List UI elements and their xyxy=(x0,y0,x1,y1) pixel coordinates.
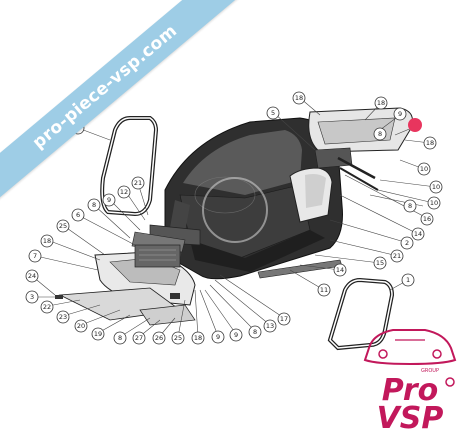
svg-text:8: 8 xyxy=(118,334,122,342)
svg-text:7: 7 xyxy=(33,252,37,260)
callout: 21 xyxy=(390,249,404,263)
svg-text:9: 9 xyxy=(216,333,220,341)
svg-text:18: 18 xyxy=(194,334,202,342)
callout: 16 xyxy=(420,212,434,226)
callout: 24 xyxy=(25,269,39,283)
svg-text:17: 17 xyxy=(280,315,288,323)
callout: 18 xyxy=(374,96,388,110)
callout: 8 xyxy=(87,198,101,212)
callout: 5 xyxy=(266,106,280,120)
callout-group: 1 21 12 9 8 6 25 18 7 24 3 22 23 20 19 8… xyxy=(25,91,443,345)
callout: 25 xyxy=(171,331,185,345)
svg-text:26: 26 xyxy=(155,334,163,342)
svg-text:19: 19 xyxy=(94,330,102,338)
svg-text:12: 12 xyxy=(120,188,128,196)
svg-text:6: 6 xyxy=(76,211,80,219)
callout: 3 xyxy=(25,290,39,304)
highlight-dot xyxy=(408,118,422,132)
svg-text:1: 1 xyxy=(406,276,410,284)
grille-panel xyxy=(134,244,181,268)
svg-text:25: 25 xyxy=(59,222,67,230)
callout: 13 xyxy=(263,319,277,333)
callout: 2 xyxy=(400,236,414,250)
svg-text:20: 20 xyxy=(77,322,85,330)
svg-text:3: 3 xyxy=(30,293,34,301)
logo-line2: VSP xyxy=(377,401,444,435)
callout: 12 xyxy=(117,185,131,199)
svg-text:8: 8 xyxy=(408,202,412,210)
callout: 25 xyxy=(56,219,70,233)
callout: 9 xyxy=(211,330,225,344)
callout: 9 xyxy=(393,107,407,121)
svg-text:9: 9 xyxy=(234,331,238,339)
brand-logo: GROUP Pro VSP xyxy=(355,320,465,436)
callout: 10 xyxy=(429,180,443,194)
callout: 11 xyxy=(317,283,331,297)
svg-text:14: 14 xyxy=(336,266,344,274)
logo-line1: Pro xyxy=(382,373,438,408)
callout: 14 xyxy=(333,263,347,277)
svg-text:27: 27 xyxy=(135,334,143,342)
callout: 9 xyxy=(229,328,243,342)
svg-text:13: 13 xyxy=(266,322,274,330)
svg-text:10: 10 xyxy=(432,183,440,191)
car-outline-icon xyxy=(363,329,457,366)
callout: 6 xyxy=(71,208,85,222)
callout: 1 xyxy=(401,273,415,287)
svg-text:5: 5 xyxy=(271,109,275,117)
svg-text:15: 15 xyxy=(376,259,384,267)
svg-text:24: 24 xyxy=(28,272,36,280)
callout: 14 xyxy=(411,227,425,241)
svg-text:23: 23 xyxy=(59,313,67,321)
callout: 19 xyxy=(91,327,105,341)
callout: 18 xyxy=(423,136,437,150)
callout: 23 xyxy=(56,310,70,324)
callout: 10 xyxy=(417,162,431,176)
callout: 9 xyxy=(102,193,116,207)
svg-text:22: 22 xyxy=(43,303,51,311)
callout: 15 xyxy=(373,256,387,270)
svg-text:18: 18 xyxy=(426,139,434,147)
svg-text:8: 8 xyxy=(92,201,96,209)
callout: 18 xyxy=(191,331,205,345)
callout: 8 xyxy=(248,325,262,339)
callout: 8 xyxy=(113,331,127,345)
callout: 27 xyxy=(132,331,146,345)
svg-text:9: 9 xyxy=(107,196,111,204)
callout: 8 xyxy=(373,127,387,141)
callout: 17 xyxy=(277,312,291,326)
callout: 21 xyxy=(131,176,145,190)
callout: 18 xyxy=(40,234,54,248)
svg-text:9: 9 xyxy=(398,110,402,118)
watermark-circle xyxy=(202,177,268,243)
svg-text:10: 10 xyxy=(420,165,428,173)
svg-text:16: 16 xyxy=(423,215,431,223)
callout: 10 xyxy=(427,196,441,210)
callout: 7 xyxy=(28,249,42,263)
callout: 18 xyxy=(292,91,306,105)
svg-text:21: 21 xyxy=(393,252,401,260)
svg-text:14: 14 xyxy=(414,230,422,238)
callout: 8 xyxy=(403,199,417,213)
logo-group-text: GROUP xyxy=(421,368,439,374)
svg-text:2: 2 xyxy=(405,239,409,247)
callout: 20 xyxy=(74,319,88,333)
callout: 22 xyxy=(40,300,54,314)
svg-text:25: 25 xyxy=(174,334,182,342)
svg-text:8: 8 xyxy=(378,130,382,138)
svg-text:18: 18 xyxy=(43,237,51,245)
svg-text:18: 18 xyxy=(295,94,303,102)
svg-text:21: 21 xyxy=(134,179,142,187)
callout: 26 xyxy=(152,331,166,345)
svg-text:8: 8 xyxy=(253,328,257,336)
svg-text:18: 18 xyxy=(377,99,385,107)
svg-text:10: 10 xyxy=(430,199,438,207)
svg-text:11: 11 xyxy=(320,286,328,294)
